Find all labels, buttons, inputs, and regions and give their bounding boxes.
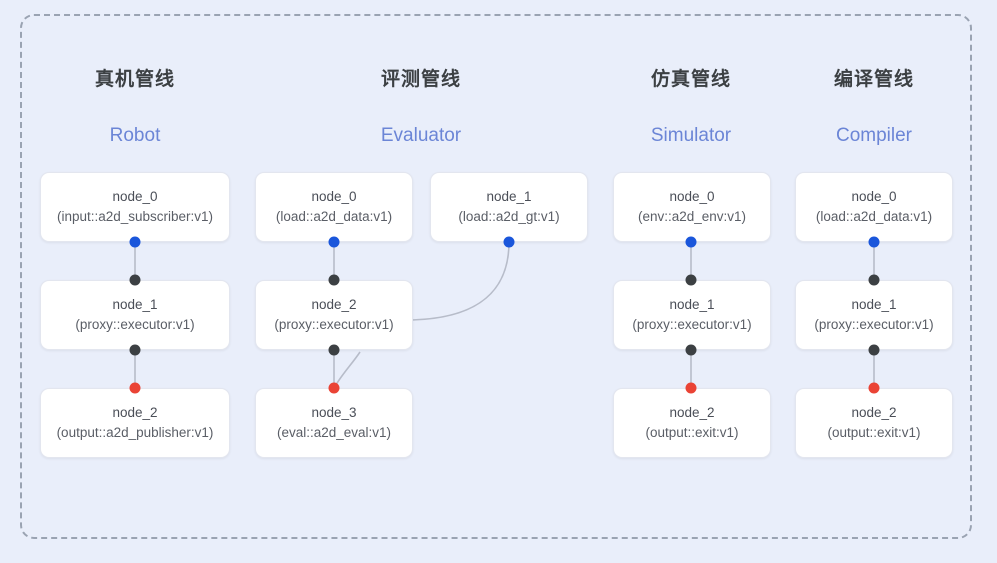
node-evaluator-0[interactable]: node_0 (load::a2d_data:v1) [255,172,413,242]
node-type: (proxy::executor:v1) [75,317,195,332]
port-output-dot[interactable] [868,344,880,356]
port-output-dot[interactable] [685,344,697,356]
node-robot-1[interactable]: node_1 (proxy::executor:v1) [40,280,230,350]
node-evaluator-3[interactable]: node_3 (eval::a2d_eval:v1) [255,388,413,458]
node-compiler-2[interactable]: node_2 (output::exit:v1) [795,388,953,458]
node-id: node_2 [112,404,158,420]
node-type: (load::a2d_gt:v1) [458,209,560,224]
column-title-en-robot: Robot [109,125,161,146]
node-type: (env::a2d_env:v1) [637,209,747,224]
port-output-dot[interactable] [503,236,515,248]
node-type: (input::a2d_subscriber:v1) [56,209,214,224]
node-evaluator-2[interactable]: node_2 (proxy::executor:v1) [255,280,413,350]
node-robot-0[interactable]: node_0 (input::a2d_subscriber:v1) [40,172,230,242]
port-input-dot[interactable] [129,274,141,286]
node-type: (load::a2d_data:v1) [815,209,933,224]
column-title-cn-simulator: 仿真管线 [650,69,731,90]
port-input-dot[interactable] [685,382,697,394]
column-title-en-compiler: Compiler [835,125,913,146]
port-output-dot[interactable] [129,236,141,248]
node-id: node_1 [669,296,715,312]
port-input-dot[interactable] [328,274,340,286]
node-id: node_0 [112,188,158,204]
node-type: (proxy::executor:v1) [632,317,752,332]
node-id: node_2 [669,404,715,420]
column-title-cn-robot: 真机管线 [94,69,175,90]
node-id: node_2 [851,404,897,420]
port-input-dot[interactable] [868,274,880,286]
node-type: (proxy::executor:v1) [274,317,394,332]
node-type: (output::exit:v1) [827,425,921,440]
node-compiler-0[interactable]: node_0 (load::a2d_data:v1) [795,172,953,242]
column-title-en-evaluator: Evaluator [380,125,462,146]
diagram-frame-border [20,14,972,539]
node-evaluator-1[interactable]: node_1 (load::a2d_gt:v1) [430,172,588,242]
node-type: (output::a2d_publisher:v1) [56,425,214,440]
node-id: node_2 [311,296,357,312]
port-output-dot[interactable] [328,236,340,248]
column-title-cn-compiler: 编译管线 [833,69,914,90]
node-robot-2[interactable]: node_2 (output::a2d_publisher:v1) [40,388,230,458]
column-title-cn-evaluator: 评测管线 [380,69,461,90]
node-compiler-1[interactable]: node_1 (proxy::executor:v1) [795,280,953,350]
port-input-dot[interactable] [328,382,340,394]
column-title-en-simulator: Simulator [650,125,732,146]
node-type: (eval::a2d_eval:v1) [276,425,392,440]
port-input-dot[interactable] [685,274,697,286]
port-output-dot[interactable] [129,344,141,356]
node-simulator-0[interactable]: node_0 (env::a2d_env:v1) [613,172,771,242]
port-input-dot[interactable] [868,382,880,394]
node-simulator-2[interactable]: node_2 (output::exit:v1) [613,388,771,458]
node-id: node_0 [311,188,357,204]
node-id: node_3 [311,404,357,420]
node-id: node_1 [851,296,897,312]
port-output-dot[interactable] [685,236,697,248]
port-output-dot[interactable] [328,344,340,356]
port-input-dot[interactable] [129,382,141,394]
node-id: node_1 [112,296,158,312]
port-output-dot[interactable] [868,236,880,248]
node-type: (proxy::executor:v1) [814,317,934,332]
node-id: node_0 [851,188,897,204]
node-type: (output::exit:v1) [645,425,739,440]
node-id: node_0 [669,188,715,204]
node-simulator-1[interactable]: node_1 (proxy::executor:v1) [613,280,771,350]
node-id: node_1 [486,188,532,204]
node-type: (load::a2d_data:v1) [275,209,393,224]
